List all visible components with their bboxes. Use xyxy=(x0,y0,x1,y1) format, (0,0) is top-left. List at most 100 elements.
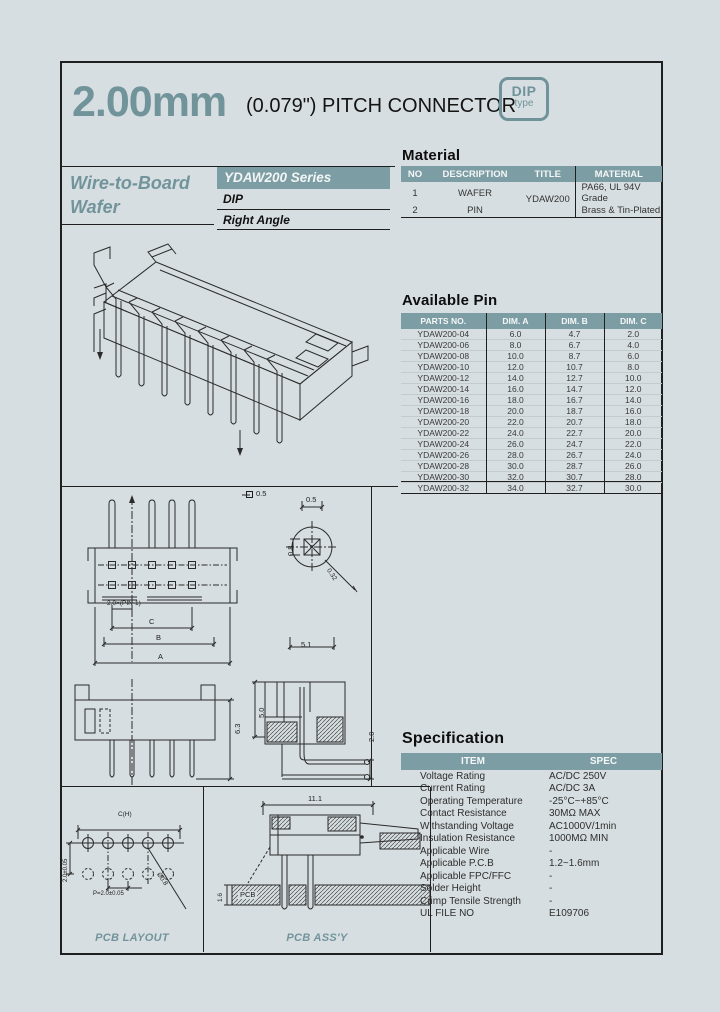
detail-side-dim-label: 0.8 xyxy=(286,545,295,556)
column-header: SPEC xyxy=(545,753,662,770)
orientation-underline xyxy=(217,229,390,230)
table-cell: AC1000V/1min xyxy=(549,820,617,832)
table-cell: 20.7 xyxy=(544,416,604,428)
available-pin-table-bottom-rule xyxy=(401,481,662,482)
dimension-views-drawing xyxy=(62,487,371,786)
bottom-view-height-dim-label: 6.3 xyxy=(233,723,242,734)
table-cell: -25°C~+85°C xyxy=(549,795,609,807)
table-cell: Solder Height xyxy=(420,883,481,895)
table-cell: Contact Resistance xyxy=(420,808,507,820)
section-pin-dim-label: 2.0 xyxy=(367,731,376,742)
column-header: DIM. C xyxy=(603,313,662,329)
table-cell: 1.2~1.6mm xyxy=(549,858,600,870)
specification-heading: Specification xyxy=(402,730,505,747)
table-cell: YDAW200-24 xyxy=(401,438,486,450)
front-dim-a-label: A xyxy=(158,652,164,661)
column-header: DESCRIPTION xyxy=(429,166,521,182)
table-cell: 12.7 xyxy=(544,372,604,384)
front-pitch-dim-label: 2.0×(PIN-1) xyxy=(107,600,141,607)
column-header: MATERIAL xyxy=(574,166,662,182)
material-heading: Material xyxy=(402,147,461,164)
table-cell: UL FILE NO xyxy=(420,908,475,920)
table-cell: 14.7 xyxy=(544,383,604,395)
table-cell: YDAW200-22 xyxy=(401,427,486,439)
table-cell: 8.0 xyxy=(485,339,545,351)
table-cell: 34.0 xyxy=(485,482,545,494)
table-cell: 30.0 xyxy=(603,482,662,494)
table-row: Contact Resistance 30MΩ MAX xyxy=(401,808,662,821)
table-row: Solder Height- xyxy=(401,883,662,896)
column-header: DIM. A xyxy=(485,313,545,329)
table-cell: 20.0 xyxy=(603,427,662,439)
table-cell: PIN xyxy=(467,205,483,216)
table-cell: 28.7 xyxy=(544,460,604,472)
pcb-assy-caption: PCB ASS'Y xyxy=(286,932,348,944)
table-cell: YDAW200-14 xyxy=(401,383,486,395)
table-cell: YDAW200-12 xyxy=(401,372,486,384)
table-cell: YDAW200-20 xyxy=(401,416,486,428)
table-cell: YDAW200-26 xyxy=(401,449,486,461)
available-pin-heading: Available Pin xyxy=(402,292,498,309)
pcb-band-top-border xyxy=(62,786,430,787)
table-cell: 30.7 xyxy=(544,471,604,483)
square-dim-glyph xyxy=(246,491,253,498)
table-cell: 22.0 xyxy=(603,438,662,450)
table-cell: 18.0 xyxy=(603,416,662,428)
table-cell: E109706 xyxy=(549,908,590,920)
table-cell: 14.0 xyxy=(485,372,545,384)
table-cell: 24.7 xyxy=(544,438,604,450)
header-rule xyxy=(62,166,395,167)
table-cell: YDAW200-08 xyxy=(401,350,486,362)
table-row: Operating Temperature-25°C~+85°C xyxy=(401,795,662,808)
table-cell: AC/DC 3A xyxy=(549,783,596,795)
front-dim-b-label: B xyxy=(156,633,162,642)
front-square-dim-label: 0.5 xyxy=(256,489,267,498)
table-cell: Insulation Resistance xyxy=(420,833,516,845)
dip-badge-subtext: type xyxy=(514,98,534,109)
pcb-layout-caption: PCB LAYOUT xyxy=(95,932,169,944)
table-cell: 22.7 xyxy=(544,427,604,439)
table-row: Applicable Wire- xyxy=(401,845,662,858)
table-cell: 26.0 xyxy=(485,438,545,450)
table-cell: 32.0 xyxy=(485,471,545,483)
table-row: UL FILE NO E109706 xyxy=(401,908,662,921)
column-header: NO xyxy=(401,166,429,182)
iso-box-bottom-border xyxy=(62,486,398,487)
column-header: TITLE xyxy=(521,166,575,182)
table-cell: Applicable FPC/FFC xyxy=(420,870,512,882)
table-cell: 10.7 xyxy=(544,361,604,373)
table-cell: 2.0 xyxy=(603,329,662,340)
table-cell: PA66, UL 94V Grade xyxy=(574,182,662,204)
mount-type-label: DIP xyxy=(223,192,244,206)
product-family-line2: Wafer xyxy=(70,197,120,218)
table-cell: YDAW200-04 xyxy=(417,329,470,339)
table-cell: 16.7 xyxy=(544,394,604,406)
table-cell: 26.0 xyxy=(603,460,662,472)
table-cell: YDAW200-30 xyxy=(401,471,486,483)
pcb-layout-span-dim-label: C(H) xyxy=(118,811,132,818)
dip-badge-text: DIP xyxy=(511,83,537,99)
pcb-panel-divider xyxy=(203,787,204,952)
table-cell: 30MΩ MAX xyxy=(549,808,601,820)
family-underline xyxy=(62,224,214,225)
table-row: Crimp Tensile Strength- xyxy=(401,895,662,908)
table-cell: YDAW200-18 xyxy=(401,405,486,417)
table-cell: 14.0 xyxy=(603,394,662,406)
product-family-line1: Wire-to-Board xyxy=(70,173,190,193)
table-row: Applicable FPC/FFC- xyxy=(401,870,662,883)
table-cell: 20.0 xyxy=(485,405,545,417)
table-cell: 16.0 xyxy=(603,405,662,417)
table-cell: 6.0 xyxy=(485,329,545,340)
pcb-layout-pitch-dim-label: P=2.0±0.05 xyxy=(93,891,124,897)
table-header-row: NO DESCRIPTION TITLE MATERIAL xyxy=(401,166,662,182)
